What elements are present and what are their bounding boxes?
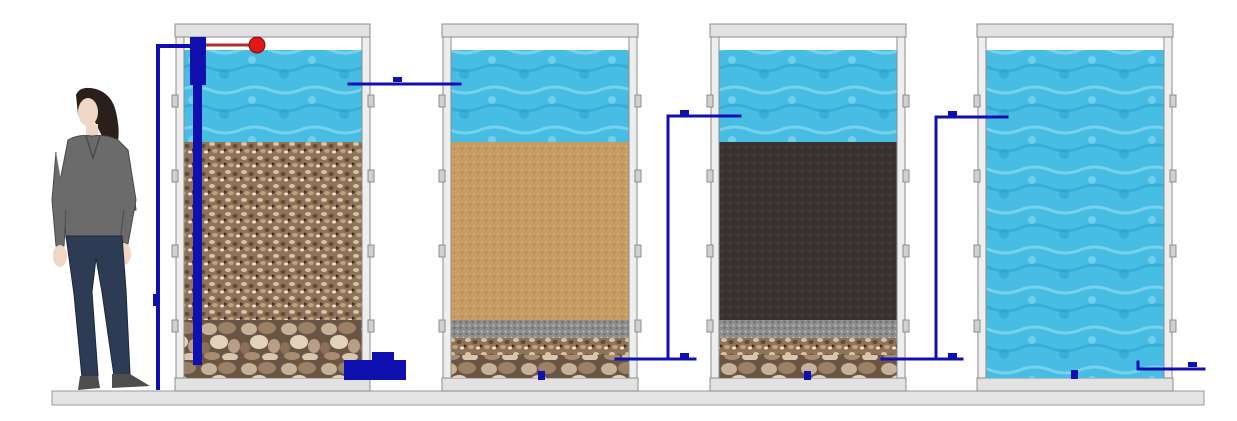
tank-2-sand-layer (451, 142, 629, 320)
tank-4 (974, 24, 1176, 391)
tank-1-frame-top (175, 24, 370, 37)
outlet-valve (1188, 362, 1197, 367)
tank-1-gravel-layer (184, 142, 362, 320)
tank-1-water-layer (184, 50, 362, 142)
tank-2-water-layer (451, 50, 629, 142)
person-hand-left (53, 245, 67, 267)
person-figure (52, 88, 150, 390)
tank-4-frame-top (977, 24, 1173, 37)
tank-3-drain-valve (804, 371, 811, 380)
tank-4-water-layer (986, 50, 1164, 378)
tank-1-feed-pipe (190, 37, 206, 85)
tank-2-gravel-layer (451, 338, 629, 355)
riser-3-4-valve-bottom (948, 353, 957, 358)
tank-1-frame-bottom (175, 378, 370, 391)
float-ball (249, 37, 265, 53)
tank-2-fine-gravel-layer (451, 320, 629, 338)
base-platform (52, 391, 1204, 405)
person-face (78, 98, 98, 126)
person-neck (86, 124, 98, 136)
tank-3-fine-gravel-layer (719, 320, 897, 338)
tank-2-drain-valve (538, 371, 545, 380)
tank-3-gravel-layer (719, 338, 897, 355)
person-jeans (66, 236, 130, 378)
tank-2-frame-top (442, 24, 638, 37)
tank-3-frame-top (710, 24, 906, 37)
person-shoe-left (78, 376, 100, 390)
tank-3 (707, 24, 909, 391)
tank-4-frame-bottom (977, 378, 1173, 391)
pump-top (372, 352, 394, 360)
tank-1-downpipe (193, 85, 202, 365)
overflow-1-2-valve (393, 77, 402, 82)
tank-2 (439, 24, 641, 391)
tank-4-drain-valve (1071, 370, 1078, 379)
tank-1-cobble-layer (184, 320, 362, 378)
tank-3-carbon-layer (719, 142, 897, 320)
riser-2-3-valve-bottom (680, 353, 689, 358)
tank-3-water-layer (719, 50, 897, 142)
riser-3-4-valve-top (948, 111, 957, 116)
pump-body (344, 360, 406, 380)
person-shoe-right (112, 374, 150, 388)
riser-2-3-valve-top (680, 110, 689, 115)
inlet-pipe-coupling (153, 294, 159, 306)
